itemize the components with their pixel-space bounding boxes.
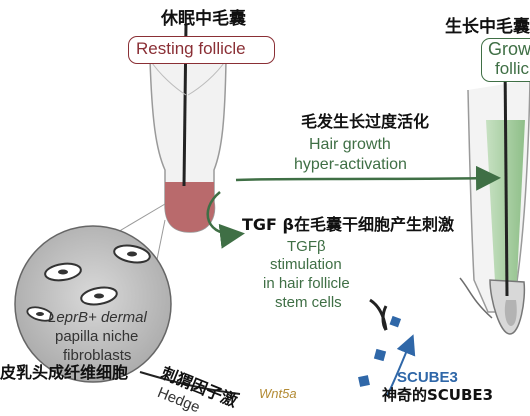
- scube3-label-en: SCUBE3: [397, 369, 458, 386]
- resting-label-en: Resting follicle: [136, 39, 246, 58]
- tgf-label-zh: TGF β在毛囊干细胞产生刺激: [242, 215, 455, 234]
- tgf-label-en-4: stem cells: [275, 294, 342, 311]
- tgf-label-en-1: TGFβ: [287, 238, 326, 255]
- tgf-label-en-3: in hair follicle: [263, 275, 350, 292]
- papilla-circle: [14, 225, 172, 383]
- papilla-label-2: papilla niche: [55, 328, 139, 345]
- growing-label-en-1: Grow: [488, 39, 530, 59]
- growing-label-en-2: follic: [495, 59, 530, 78]
- growing-label-zh: 生长中毛囊: [445, 17, 530, 37]
- scube3-label-zh: 神奇的SCUBE3: [382, 386, 494, 404]
- resting-label-zh: 休眠中毛囊: [161, 9, 246, 29]
- bottom-arrow: [139, 371, 241, 395]
- hyper-label-en-1: Hair growth: [309, 136, 391, 153]
- tgf-stimulation-arrow: [206, 191, 245, 249]
- growing-label-pill: [481, 38, 530, 82]
- growing-follicle: [459, 59, 530, 335]
- diagram-graphics: [14, 23, 530, 397]
- scube3-arrow: [386, 334, 416, 397]
- hyper-label-zh: 毛发生长过度活化: [301, 112, 430, 131]
- papilla-label-1: LeprB+ dermal: [48, 309, 147, 326]
- hair-growth-arrow: [235, 165, 501, 191]
- papilla-label-3: fibroblasts: [63, 347, 132, 364]
- papilla-zh-caption: 皮乳头成纤维细胞: [0, 363, 129, 382]
- scube3-squares: [358, 348, 387, 387]
- receptor-icon: [369, 298, 402, 331]
- hyper-label-en-2: hyper-activation: [294, 156, 407, 173]
- tgf-label-en-2: stimulation: [270, 256, 342, 273]
- wnt-label: Wnt5a: [259, 386, 297, 401]
- resting-label-pill: [128, 36, 275, 64]
- diagram-canvas: 休眠中毛囊 Resting follicle 生长中毛囊 Grow follic…: [0, 9, 530, 416]
